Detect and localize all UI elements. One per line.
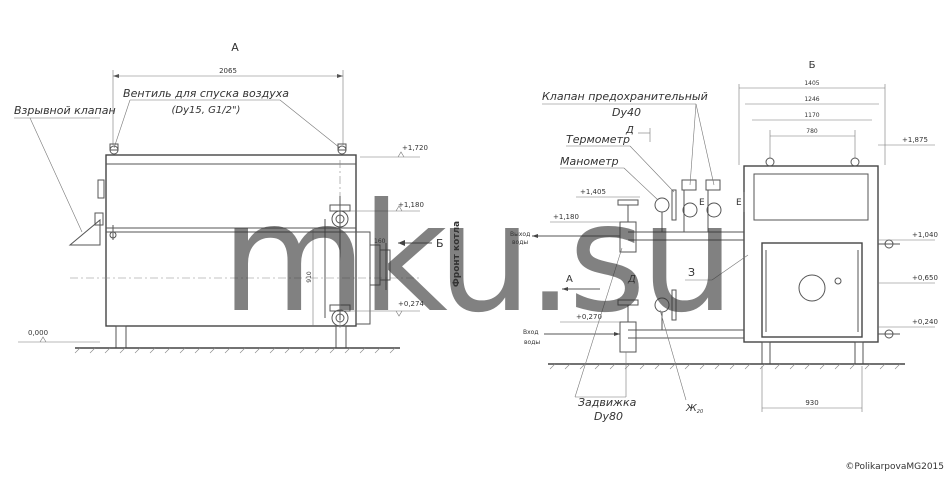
label-water-in-2: воды (524, 339, 540, 346)
mark-zh-sub: 20 (697, 409, 703, 415)
label-safety-valve-dy: Dy40 (612, 106, 641, 119)
dim-1246: 1246 (804, 96, 819, 103)
elev-0270: +0,270 (576, 313, 602, 321)
view-b-title: Б (809, 60, 816, 71)
mark-e1: Е (699, 198, 705, 208)
label-water-out-2: воды (512, 239, 528, 246)
mark-e2: Е (736, 198, 742, 208)
dim-1170: 1170 (804, 112, 819, 119)
mark-3: З (688, 266, 695, 279)
label-vent-dy: (Dy15, G1/2") (172, 105, 241, 116)
section-b: Б (436, 237, 444, 250)
label-gate-valve: Задвижка (578, 396, 637, 409)
label-thermometer: Термометр (566, 133, 630, 146)
dim-160: 160 (374, 238, 386, 245)
elev-0274: +0,274 (398, 300, 424, 308)
label-water-out: Выход (510, 231, 530, 238)
label-explosion-valve: Взрывной клапан (14, 104, 116, 117)
section-a: А (566, 274, 573, 285)
label-gate-valve-dy: Dy80 (594, 410, 623, 423)
dim-780: 780 (806, 128, 818, 135)
elev-zero: 0,000 (28, 329, 48, 337)
mark-zh: Ж20 (685, 403, 703, 415)
elev-1875: +1,875 (902, 136, 928, 144)
elev-top: +1,720 (402, 144, 428, 152)
mark-d-top: Д (625, 125, 634, 136)
view-b: Б 1405 1246 1170 780 (510, 60, 938, 423)
elev-0650: +0,650 (912, 274, 938, 282)
label-water-in: Вход (523, 329, 539, 336)
label-safety-valve: Клапан предохранительный (542, 90, 708, 103)
dim-length: 2065 (219, 67, 237, 75)
dim-1405: 1405 (804, 80, 819, 87)
label-vent: Вентиль для спуска воздуха (123, 87, 289, 100)
elev-0240: +0,240 (912, 318, 938, 326)
label-manometer: Манометр (560, 155, 619, 168)
elev-1180-b: +1,180 (553, 213, 579, 221)
elev-1405: +1,405 (580, 188, 606, 196)
copyright: ©PolikarpovaMG2015 (845, 462, 944, 472)
view-a: А 2065 Вентиль для спуска воздуха (Dy15,… (14, 41, 462, 354)
front-label: Фронт котла (452, 221, 462, 287)
watermark: mku.su (221, 172, 729, 346)
elev-1040: +1,040 (912, 231, 938, 239)
dim-height: 910 (306, 271, 313, 283)
elev-1180: +1,180 (398, 201, 424, 209)
dim-930: 930 (805, 399, 818, 407)
view-a-title: А (231, 41, 239, 54)
mark-d-bottom: Д (627, 274, 636, 285)
mark-zh-letter: Ж (685, 403, 698, 414)
